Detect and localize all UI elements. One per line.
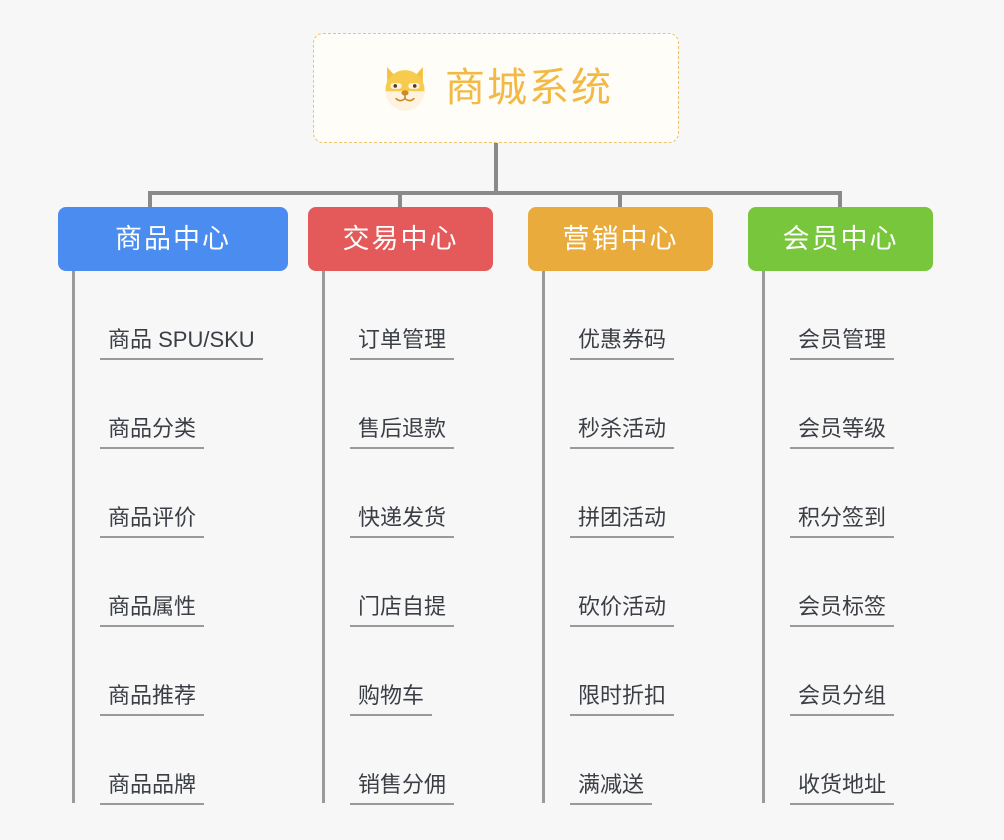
leaf-list-4: 会员管理 会员等级 积分签到 会员标签 会员分组 收货地址 xyxy=(762,271,992,805)
leaf-label: 商品评价 xyxy=(100,507,205,538)
category-box-商品中心[interactable]: 商品中心 xyxy=(58,207,288,271)
connector-horizontal-bus xyxy=(150,191,840,195)
leaf-item[interactable]: 秒杀活动 xyxy=(542,360,772,449)
leaf-item[interactable]: 限时折扣 xyxy=(542,627,772,716)
leaf-label: 积分签到 xyxy=(790,507,895,538)
leaf-label: 门店自提 xyxy=(350,596,455,627)
leaf-item[interactable]: 商品分类 xyxy=(72,360,302,449)
leaf-item[interactable]: 销售分佣 xyxy=(322,716,552,805)
leaf-item[interactable]: 会员分组 xyxy=(762,627,992,716)
branch-column-1: 商品中心 xyxy=(58,207,288,271)
leaf-label: 商品推荐 xyxy=(100,685,205,716)
leaf-label: 满减送 xyxy=(570,774,653,805)
branch-column-3: 营销中心 xyxy=(528,207,713,271)
leaf-item[interactable]: 会员管理 xyxy=(762,271,992,360)
leaf-list-1: 商品 SPU/SKU 商品分类 商品评价 商品属性 商品推荐 商品品牌 xyxy=(72,271,302,805)
leaf-label: 秒杀活动 xyxy=(570,418,675,449)
category-box-营销中心[interactable]: 营销中心 xyxy=(528,207,713,271)
leaf-label: 会员分组 xyxy=(790,685,895,716)
leaf-item[interactable]: 商品属性 xyxy=(72,538,302,627)
leaf-label: 砍价活动 xyxy=(570,596,675,627)
connector-root-stem xyxy=(494,143,498,193)
leaf-item[interactable]: 订单管理 xyxy=(322,271,552,360)
category-box-交易中心[interactable]: 交易中心 xyxy=(308,207,493,271)
leaf-item[interactable]: 门店自提 xyxy=(322,538,552,627)
leaf-label: 商品属性 xyxy=(100,596,205,627)
leaf-item[interactable]: 拼团活动 xyxy=(542,449,772,538)
leaf-label: 购物车 xyxy=(350,685,433,716)
category-box-会员中心[interactable]: 会员中心 xyxy=(748,207,933,271)
category-label: 营销中心 xyxy=(562,223,679,254)
leaf-list-3: 优惠券码 秒杀活动 拼团活动 砍价活动 限时折扣 满减送 xyxy=(542,271,772,805)
leaf-label: 售后退款 xyxy=(350,418,455,449)
leaf-label: 会员等级 xyxy=(790,418,895,449)
root-title: 商城系统 xyxy=(445,66,613,110)
leaf-label: 快递发货 xyxy=(350,507,455,538)
leaf-item[interactable]: 购物车 xyxy=(322,627,552,716)
leaf-label: 会员管理 xyxy=(790,329,895,360)
shiba-dog-face-icon xyxy=(385,66,425,111)
leaf-item[interactable]: 砍价活动 xyxy=(542,538,772,627)
branch-trunk-3 xyxy=(542,271,545,803)
branch-trunk-2 xyxy=(322,271,325,803)
category-label: 会员中心 xyxy=(782,223,899,254)
branch-trunk-1 xyxy=(72,271,75,803)
leaf-item[interactable]: 会员标签 xyxy=(762,538,992,627)
category-label: 商品中心 xyxy=(115,223,231,254)
leaf-item[interactable]: 积分签到 xyxy=(762,449,992,538)
leaf-label: 拼团活动 xyxy=(570,507,675,538)
leaf-list-2: 订单管理 售后退款 快递发货 门店自提 购物车 销售分佣 xyxy=(322,271,552,805)
leaf-label: 商品分类 xyxy=(100,418,205,449)
branch-column-2: 交易中心 xyxy=(308,207,493,271)
leaf-label: 限时折扣 xyxy=(570,685,675,716)
leaf-label: 收货地址 xyxy=(790,774,895,805)
leaf-item[interactable]: 满减送 xyxy=(542,716,772,805)
leaf-item[interactable]: 商品品牌 xyxy=(72,716,302,805)
connector-drop-4 xyxy=(838,191,842,209)
leaf-item[interactable]: 快递发货 xyxy=(322,449,552,538)
branch-trunk-4 xyxy=(762,271,765,803)
leaf-item[interactable]: 收货地址 xyxy=(762,716,992,805)
leaf-label: 商品品牌 xyxy=(100,774,205,805)
leaf-label: 商品 SPU/SKU xyxy=(100,329,263,360)
leaf-item[interactable]: 商品评价 xyxy=(72,449,302,538)
leaf-item[interactable]: 商品推荐 xyxy=(72,627,302,716)
leaf-label: 销售分佣 xyxy=(350,774,455,805)
connector-drop-3 xyxy=(618,191,622,209)
leaf-label: 优惠券码 xyxy=(570,329,675,360)
category-label: 交易中心 xyxy=(342,223,459,254)
leaf-item[interactable]: 商品 SPU/SKU xyxy=(72,271,302,360)
root-node[interactable]: 商城系统 xyxy=(313,33,679,143)
connector-drop-1 xyxy=(148,191,152,209)
leaf-label: 会员标签 xyxy=(790,596,895,627)
leaf-item[interactable]: 会员等级 xyxy=(762,360,992,449)
connector-drop-2 xyxy=(398,191,402,209)
leaf-item[interactable]: 售后退款 xyxy=(322,360,552,449)
branch-column-4: 会员中心 xyxy=(748,207,933,271)
leaf-item[interactable]: 优惠券码 xyxy=(542,271,772,360)
leaf-label: 订单管理 xyxy=(350,329,455,360)
